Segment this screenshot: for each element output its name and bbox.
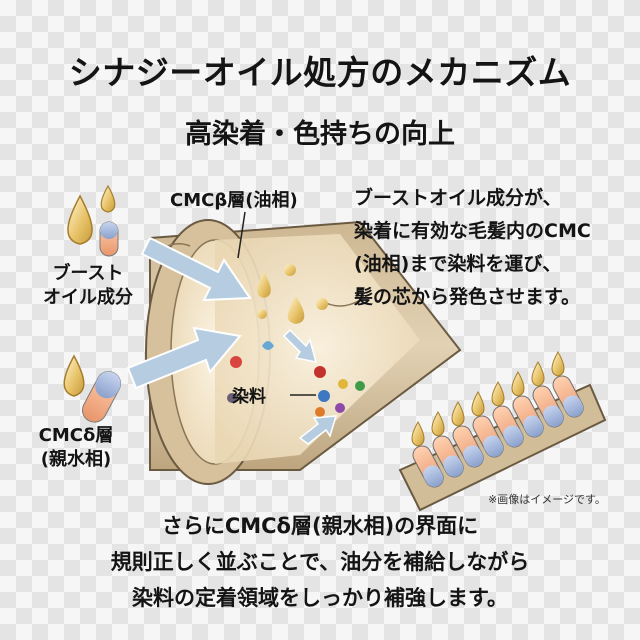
- oil-droplet: [471, 390, 485, 417]
- capsule: [552, 375, 584, 418]
- dye-particle: [355, 381, 365, 391]
- capsule: [532, 385, 564, 428]
- description-right-line: 染着に有効な毛髪内のCMC: [354, 220, 591, 242]
- description-bottom: さらにCMCδ層(親水相)の界面に 規則正しく並ぶことで、油分を補給しながら 染…: [0, 508, 640, 616]
- dye-particle: [338, 379, 348, 389]
- oil-droplet: [511, 370, 525, 397]
- oil-droplet: [551, 350, 565, 377]
- cmc-beta-label: CMCβ層(油相): [170, 190, 298, 211]
- description-bottom-line: 染料の定着領域をしっかり補強します。: [132, 586, 508, 610]
- dye-label: 染料: [232, 387, 266, 407]
- cmc-delta-label-line2: (親水相): [40, 449, 112, 470]
- capsule: [492, 405, 524, 448]
- description-right: ブーストオイル成分が、 染着に有効な毛髪内のCMC (油相)まで染料を運び、 髪…: [354, 182, 639, 314]
- boost-oil-icon: [67, 184, 119, 257]
- oil-droplet: [451, 400, 465, 427]
- capsule: [412, 445, 444, 488]
- dye-particle: [230, 356, 242, 368]
- page-subtitle: 高染着・色持ちの向上: [185, 119, 455, 150]
- cuticle-layer-band: [398, 350, 607, 512]
- oil-droplet: [431, 410, 445, 437]
- flow-arrows: [126, 236, 338, 445]
- oil-droplet: [531, 360, 545, 387]
- image-note: ※画像はイメージです。: [488, 493, 606, 506]
- capsule: [472, 415, 504, 458]
- dye-particle: [227, 393, 237, 403]
- description-right-line: 髪の芯から発色させます。: [354, 286, 581, 308]
- oil-droplet: [491, 380, 505, 407]
- cmc-delta-label: CMCδ層 (親水相): [26, 424, 126, 472]
- beta-pointer: [237, 211, 246, 259]
- dye-particle: [318, 390, 330, 402]
- dye-particles: [227, 341, 365, 417]
- description-bottom-line: 規則正しく並ぶことで、油分を補給しながら: [110, 550, 530, 574]
- boost-oil-label-line1: ブースト: [52, 263, 124, 284]
- capsule: [452, 425, 484, 468]
- dye-particle: [262, 341, 274, 350]
- oil-droplets-inside: [257, 264, 328, 324]
- description-right-line: ブーストオイル成分が、: [354, 187, 562, 209]
- page-title: シナジーオイル処方のメカニズム: [68, 53, 572, 92]
- boost-oil-label: ブースト オイル成分: [28, 262, 148, 310]
- oil-droplet: [411, 420, 425, 447]
- description-bottom-line: さらにCMCδ層(親水相)の界面に: [161, 514, 479, 538]
- dye-particle: [315, 407, 325, 417]
- capsule: [432, 435, 464, 478]
- cmc-delta-icon: [63, 354, 122, 423]
- capsule: [512, 395, 544, 438]
- dye-particle: [335, 403, 345, 413]
- dye-particle: [314, 366, 326, 378]
- description-right-line: (油相)まで染料を運び、: [354, 253, 562, 275]
- boost-oil-label-line2: オイル成分: [43, 287, 133, 308]
- cmc-delta-label-line1: CMCδ層: [38, 425, 114, 446]
